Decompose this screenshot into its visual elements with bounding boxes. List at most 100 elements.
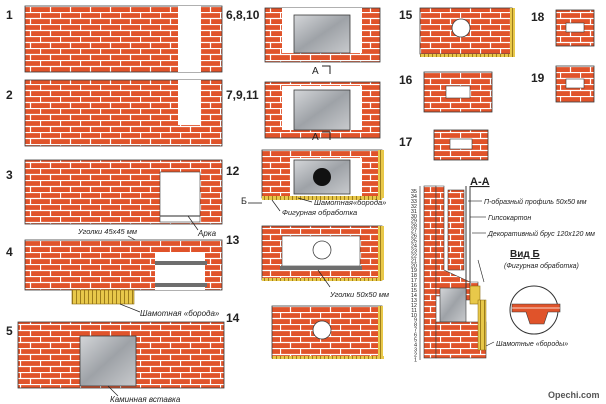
chamotte-strip-bottom <box>262 196 382 200</box>
row-number-1: 1 <box>6 8 13 22</box>
angle-steel-lower <box>155 283 207 287</box>
chamotte-strip <box>378 150 384 198</box>
ruler-number: 20 <box>411 263 417 269</box>
ruler-number: 9 <box>414 318 417 324</box>
ruler-number: 32 <box>411 204 417 210</box>
row-number-13: 13 <box>226 233 240 247</box>
row-number-19: 19 <box>531 71 545 85</box>
order-18 <box>555 9 595 47</box>
ruler-number: 5 <box>414 338 417 344</box>
label-chamotte-beards: Шамотные «бороды» <box>496 340 568 348</box>
label-arch: Арка <box>197 229 217 238</box>
label-drywall: Гипсокартон <box>488 215 531 222</box>
flue-opening <box>565 78 585 89</box>
chamotte-strip <box>510 8 515 56</box>
fireplace-insert-section <box>439 287 467 323</box>
fireplace-insert <box>293 14 351 54</box>
ruler-number: 2 <box>414 352 417 358</box>
ruler-number: 26 <box>411 234 417 240</box>
row-number-16: 16 <box>399 73 413 87</box>
label-decor-beam: Декоративный брус 120х120 мм <box>487 230 595 238</box>
order-1 <box>24 5 223 73</box>
ruler-number: 34 <box>411 194 417 200</box>
order-5 <box>17 321 225 389</box>
label-figured-finish: Фигурная обработка <box>282 208 357 217</box>
view-b-subtitle: (Фигурная обработка) <box>504 262 579 270</box>
ruler-number: 10 <box>411 313 417 319</box>
opening <box>178 6 201 72</box>
ruler-number: 25 <box>411 239 417 245</box>
row-number-4: 4 <box>6 245 13 259</box>
order-14 <box>271 305 384 359</box>
order-19 <box>555 65 595 103</box>
ruler-number: 24 <box>411 243 417 249</box>
ruler-number: 27 <box>411 229 417 235</box>
flue-opening <box>313 168 331 186</box>
ruler-number: 17 <box>411 278 417 284</box>
flue-opening <box>565 22 585 33</box>
ruler-number: 1 <box>414 357 417 363</box>
row-number-18: 18 <box>531 10 545 24</box>
ruler-number: 15 <box>411 288 417 294</box>
ruler-number: 7 <box>414 328 417 334</box>
order-2 <box>24 79 223 147</box>
arch-opening <box>159 171 201 223</box>
chamotte-strip-bottom <box>272 356 384 359</box>
row-number-5: 5 <box>6 324 13 338</box>
ruler-number: 21 <box>411 258 417 264</box>
ruler-number: 19 <box>411 268 417 274</box>
row-number-15: 15 <box>399 8 413 22</box>
order-6-8-10 <box>264 7 381 63</box>
section-a-a: 3534333231302928272625242322212019181716… <box>411 185 487 363</box>
view-b-detail <box>509 285 561 335</box>
label-chamotte-beard-12: Шамотная«борода» <box>314 198 386 207</box>
decor-beam-section <box>469 285 481 305</box>
ruler-number: 18 <box>411 273 417 279</box>
chamotte-beard <box>71 289 135 305</box>
row-number-17: 17 <box>399 135 413 149</box>
opening <box>178 80 201 125</box>
row-number-6-8-10: 6,8,10 <box>226 8 260 22</box>
ruler-number: 22 <box>411 253 417 259</box>
ruler-number: 11 <box>411 308 417 314</box>
angle-steel-upper <box>155 261 207 265</box>
ruler-number: 4 <box>414 343 417 349</box>
ruler-number: 30 <box>411 214 417 220</box>
ruler-number: 12 <box>411 303 417 309</box>
ruler-number: 13 <box>411 298 417 304</box>
ruler-number: 29 <box>411 219 417 225</box>
row-number-14: 14 <box>226 311 240 325</box>
row-number-12: 12 <box>226 164 240 178</box>
order-17 <box>433 129 489 161</box>
chamotte-strip <box>378 306 383 358</box>
ruler-number: 23 <box>411 248 417 254</box>
flue-opening <box>449 138 473 150</box>
order-7-9-11 <box>264 81 381 139</box>
label-chamotte-beard: Шамотная «борода» <box>140 309 220 318</box>
flue-opening <box>312 320 332 340</box>
ruler-number: 31 <box>411 209 417 215</box>
label-angles-45: Уголки 45х45 мм <box>77 227 137 236</box>
fireplace-insert <box>293 89 351 131</box>
label-fireplace-insert: Каминная вставка <box>110 395 181 404</box>
ruler-number: 28 <box>411 224 417 230</box>
ruler-number: 14 <box>411 293 417 299</box>
section-mark-b: Б <box>241 196 247 206</box>
section-mark-a-lower: А <box>312 132 319 143</box>
order-13 <box>261 225 384 281</box>
fireplace-insert <box>79 335 137 387</box>
watermark: Opechi.com <box>548 390 600 400</box>
ruler-number: 6 <box>414 333 417 339</box>
chamotte-strip-bottom <box>262 278 382 281</box>
row-number-3: 3 <box>6 168 13 182</box>
row-ruler: 3534333231302928272625242322212019181716… <box>411 189 417 363</box>
view-b-title: Вид Б <box>510 249 540 260</box>
chamotte-strip-bottom <box>420 54 515 57</box>
order-12 <box>261 149 384 200</box>
chamotte-strip <box>378 226 384 280</box>
section-title: А-А <box>470 176 490 188</box>
ruler-number: 8 <box>414 323 417 329</box>
order-3 <box>24 159 223 231</box>
flue-opening <box>312 240 332 260</box>
